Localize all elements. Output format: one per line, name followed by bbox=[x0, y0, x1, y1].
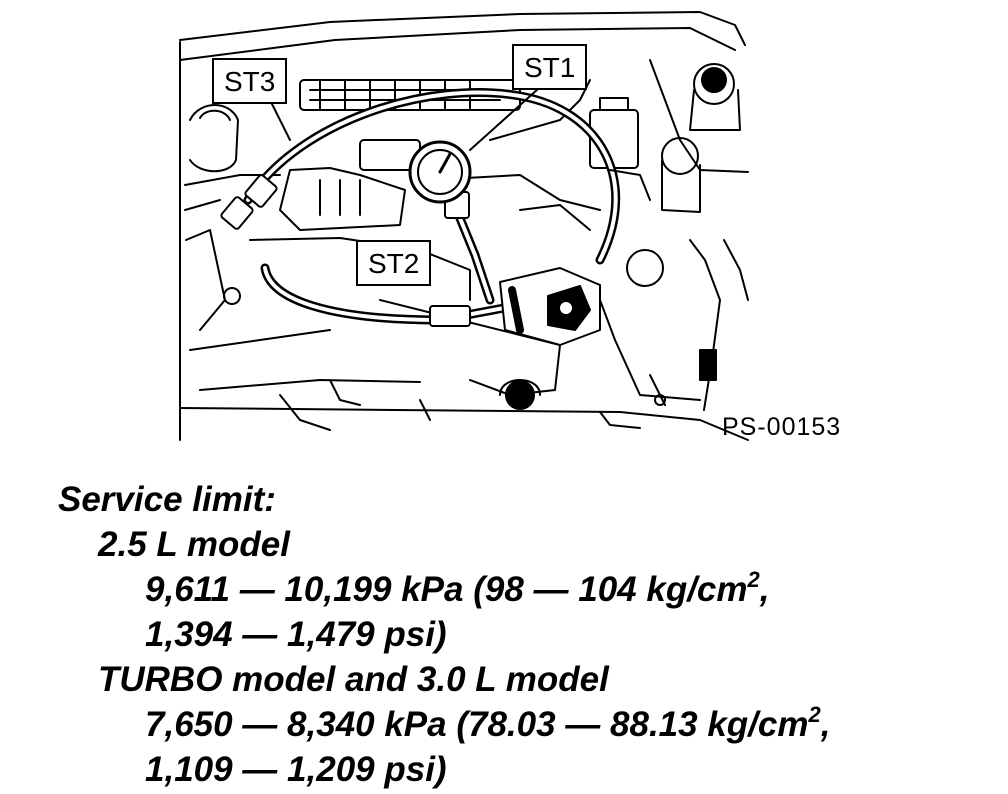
engine-diagram: ST3 ST1 ST2 PS-00153 bbox=[179, 11, 842, 441]
exponent: 2 bbox=[808, 702, 821, 727]
engine-bay-illustration bbox=[179, 11, 749, 441]
model-name: 2.5 L model bbox=[98, 525, 290, 564]
punctuation: , bbox=[820, 705, 831, 744]
st3-label: ST3 bbox=[212, 58, 288, 104]
psi-range-line: 1,109 — 1,209 psi) bbox=[145, 750, 447, 789]
st2-label: ST2 bbox=[356, 240, 432, 286]
pressure-range-text: 7,650 — 8,340 kPa (78.03 — 88.13 kg/cm bbox=[145, 705, 809, 744]
pressure-range-text: 9,611 — 10,199 kPa (98 — 104 kg/cm bbox=[145, 570, 748, 609]
figure-code: PS-00153 bbox=[722, 413, 842, 441]
service-limit-heading: Service limit: bbox=[58, 480, 276, 519]
exponent: 2 bbox=[747, 567, 760, 592]
pressure-range-line: 7,650 — 8,340 kPa (78.03 — 88.13 kg/cm2, bbox=[145, 704, 831, 744]
pressure-range-line: 9,611 — 10,199 kPa (98 — 104 kg/cm2, bbox=[145, 569, 770, 609]
punctuation: , bbox=[759, 570, 770, 609]
psi-range-line: 1,394 — 1,479 psi) bbox=[145, 615, 447, 654]
model-name: TURBO model and 3.0 L model bbox=[98, 660, 609, 699]
st1-label: ST1 bbox=[512, 44, 588, 90]
